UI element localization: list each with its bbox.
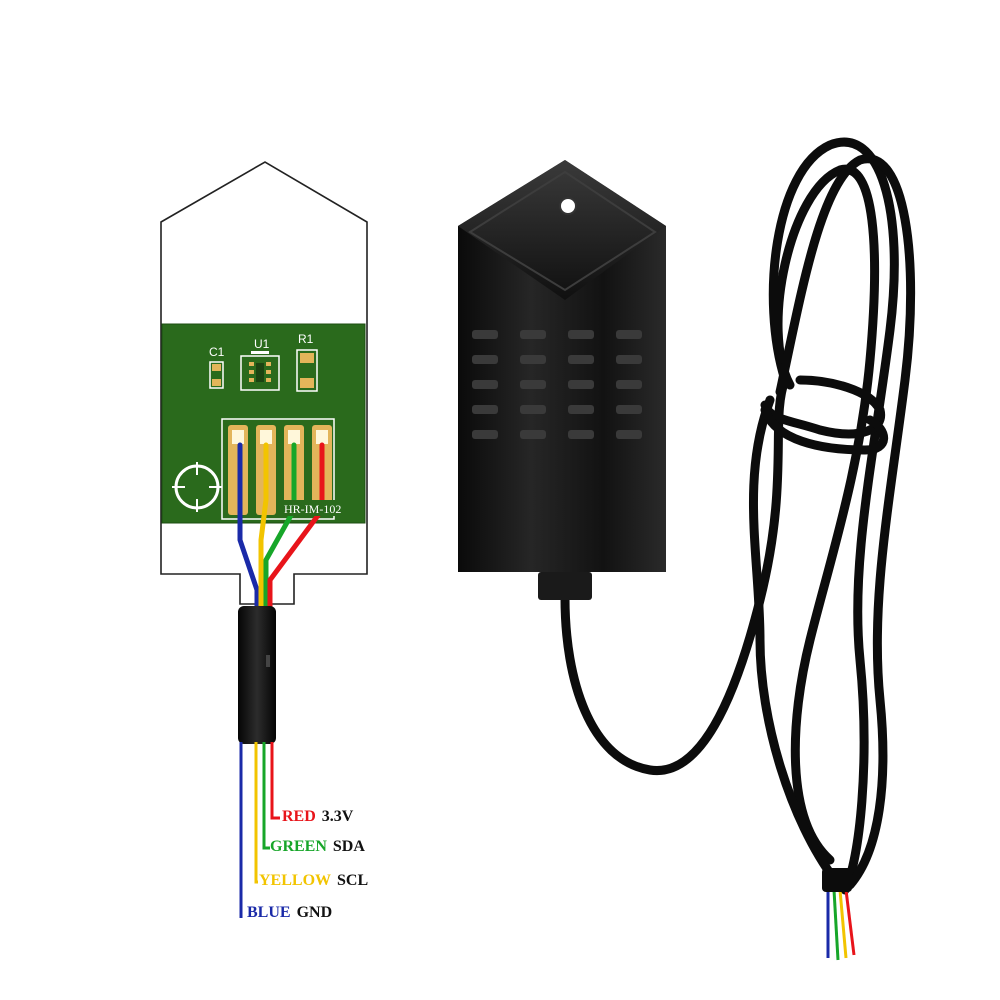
red-wire-trace [267, 442, 325, 613]
chip-u1 [240, 351, 280, 391]
cable-tail [826, 889, 856, 961]
capacitor-c1 [209, 361, 224, 389]
yellow-wire-trace [258, 442, 269, 613]
strain-relief [538, 572, 592, 600]
sensor-diagram: C1 U1 R1 [160, 161, 368, 918]
wire-label-yellow: YELLOW SCL [259, 872, 368, 890]
wire-leads [239, 742, 280, 918]
wire-color-red: RED [282, 808, 316, 825]
silk-c1: C1 [209, 345, 225, 359]
coiled-cable [560, 137, 916, 895]
housing-hood [458, 160, 666, 300]
wire-label-red: RED 3.3V [282, 808, 353, 826]
wire-color-green: GREEN [270, 838, 327, 855]
green-wire-trace [263, 442, 297, 613]
silk-u1: U1 [254, 337, 270, 351]
wire-label-blue: BLUE GND [247, 904, 332, 922]
hanging-hole [559, 197, 577, 215]
wire-signal-gnd: GND [296, 904, 333, 921]
wire-signal-sda: SDA [332, 838, 365, 855]
wire-label-green: GREEN SDA [270, 838, 365, 856]
wire-signal-scl: SCL [337, 872, 369, 889]
mounting-hole [172, 462, 222, 512]
vent-slots [472, 330, 642, 439]
wire-color-yellow: YELLOW [259, 872, 332, 889]
sensor-product [458, 137, 916, 961]
blue-wire-trace [237, 442, 260, 613]
wire-color-blue: BLUE [247, 904, 291, 921]
resistor-r1 [296, 349, 318, 392]
silk-model-code: HR-IM-102 [284, 502, 341, 516]
wire-signal-3v3: 3.3V [321, 808, 354, 825]
silk-r1: R1 [298, 332, 314, 346]
wire-traces [237, 442, 325, 613]
heat-shrink-sleeve [238, 606, 276, 744]
